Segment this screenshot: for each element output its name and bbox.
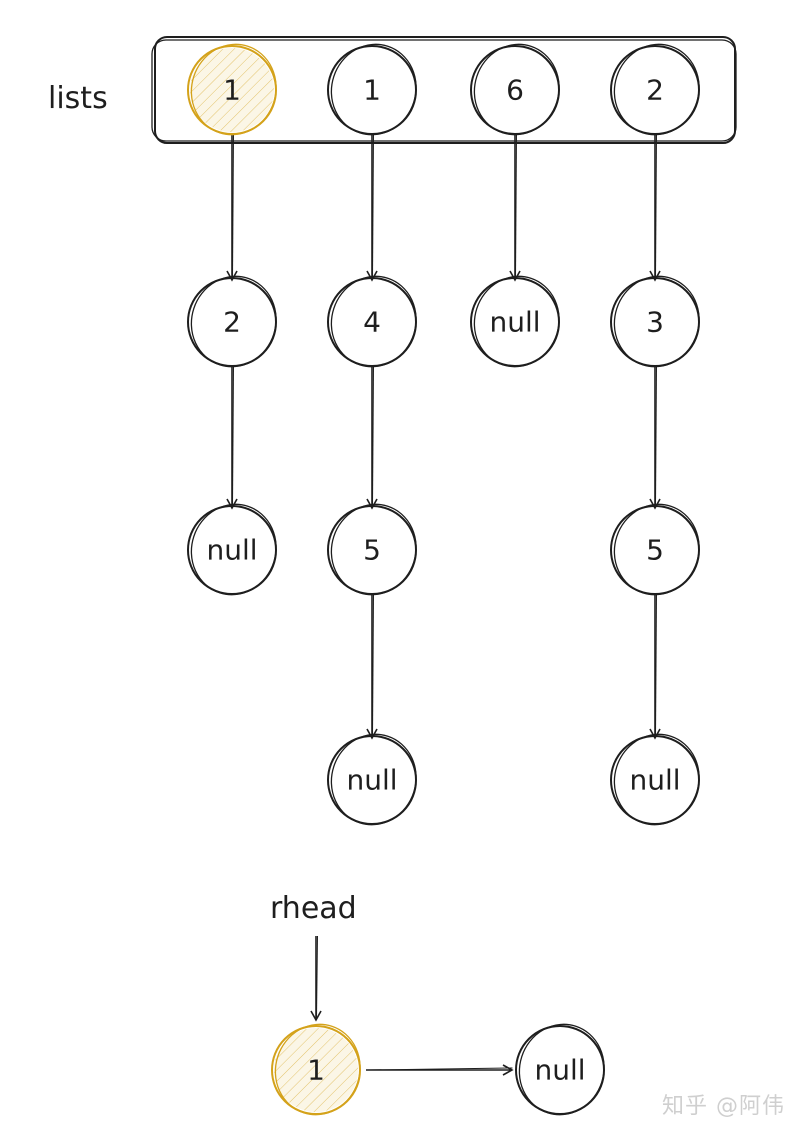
node-outline-sketch xyxy=(330,275,417,368)
node-outline-sketch xyxy=(613,733,700,826)
lists-label: lists xyxy=(48,81,108,116)
node-value: 1 xyxy=(363,74,381,107)
null-node: null xyxy=(610,733,700,826)
node-value: 3 xyxy=(646,306,664,339)
list-node: 3 xyxy=(610,275,700,368)
list-node: 2 xyxy=(187,275,277,368)
next-arrow-sketch xyxy=(655,593,657,737)
node-outline-sketch xyxy=(518,1023,605,1116)
node-outline-sketch xyxy=(330,503,417,596)
node-outline-sketch xyxy=(613,43,700,136)
node-outline-sketch xyxy=(473,275,560,368)
node-value: null xyxy=(346,764,397,797)
node-hatch xyxy=(190,48,274,132)
node-outline-sketch xyxy=(190,503,277,596)
lists-array-box-sketch xyxy=(151,39,737,142)
node-outline-sketch xyxy=(274,1023,361,1116)
node-value: null xyxy=(534,1054,585,1087)
pointer-arrow-sketch xyxy=(232,133,234,279)
next-arrow-sketch xyxy=(232,365,234,507)
lists-array-box xyxy=(154,36,736,144)
node-outline-sketch xyxy=(613,503,700,596)
node-value: 2 xyxy=(223,306,241,339)
node-outline-sketch xyxy=(190,43,277,136)
list-node: 5 xyxy=(327,503,417,596)
node-value: 1 xyxy=(307,1054,325,1087)
array-cell-node: 6 xyxy=(470,43,560,136)
node-value: 4 xyxy=(363,306,381,339)
rhead-pointer-arrow-sketch xyxy=(316,935,318,1019)
node-value: 6 xyxy=(506,74,524,107)
node-value: 5 xyxy=(363,534,381,567)
node-value: null xyxy=(489,306,540,339)
node-hatch xyxy=(274,1028,358,1112)
pointer-arrow-sketch xyxy=(372,133,374,279)
node-outline-sketch xyxy=(330,43,417,136)
null-node: null xyxy=(470,275,560,368)
null-node: null xyxy=(187,503,277,596)
array-cell-node: 2 xyxy=(610,43,700,136)
pointer-arrow-sketch xyxy=(515,133,517,279)
list-node: 5 xyxy=(610,503,700,596)
pointer-arrows xyxy=(226,133,661,1076)
node-value: 1 xyxy=(223,74,241,107)
rhead-label: rhead xyxy=(270,891,357,926)
result-node: 1 xyxy=(271,1023,361,1116)
node-outline-sketch xyxy=(473,43,560,136)
array-cell-node: 1 xyxy=(327,43,417,136)
list-node: 4 xyxy=(327,275,417,368)
list-nodes: 1 1 6 2 2 null 4 5 null null 3 5 null 1 null xyxy=(187,43,700,1116)
array-cell-node: 1 xyxy=(187,43,277,136)
node-outline-sketch xyxy=(613,275,700,368)
next-arrow-sketch xyxy=(372,593,374,737)
node-value: 2 xyxy=(646,74,664,107)
node-outline-sketch xyxy=(330,733,417,826)
node-value: null xyxy=(629,764,680,797)
pointer-arrow-sketch xyxy=(655,133,657,279)
next-arrow-sketch xyxy=(655,365,657,507)
node-outline-sketch xyxy=(190,275,277,368)
result-null-node: null xyxy=(515,1023,605,1116)
watermark: 知乎 @阿伟 xyxy=(662,1094,785,1119)
node-value: null xyxy=(206,534,257,567)
null-node: null xyxy=(327,733,417,826)
result-next-arrow-sketch xyxy=(367,1067,513,1071)
next-arrow-sketch xyxy=(372,365,374,507)
node-value: 5 xyxy=(646,534,664,567)
